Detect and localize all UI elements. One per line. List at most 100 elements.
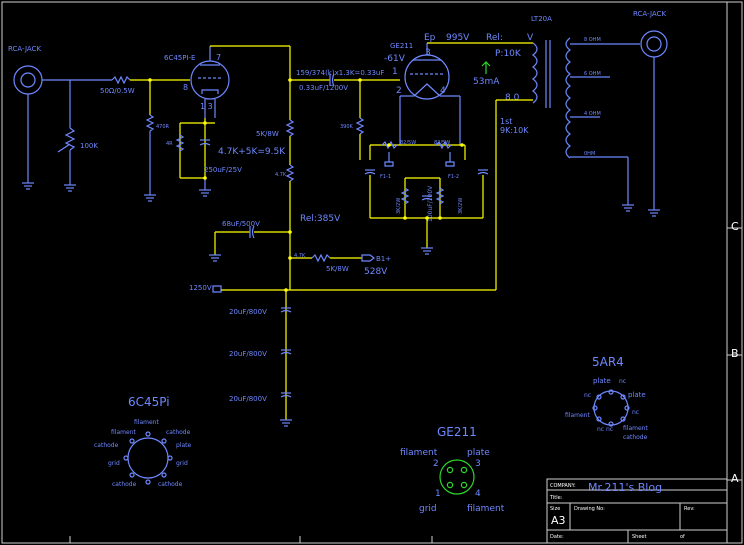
pinout-ge211	[439, 459, 475, 495]
pin-number: 4	[475, 489, 481, 499]
ratio-label-2: 9K:10K	[500, 126, 529, 135]
b-voltage-label: 8.0	[505, 93, 520, 103]
pin-name: filament	[565, 412, 590, 419]
r47k-label: 4.7K	[275, 172, 287, 178]
pin-name: plate	[176, 442, 192, 449]
filter-cap-1-label: 20uF/800V	[229, 308, 267, 316]
ep-voltage: 995V	[446, 33, 470, 43]
pin-name: nc	[597, 426, 604, 433]
pin-name: cathode	[112, 481, 137, 488]
fil-cap-label: 100uF/100V	[427, 185, 434, 222]
pinout-5ar4	[592, 389, 630, 427]
pin-number: 2	[433, 459, 439, 469]
fil-res-b-label: 3K/2W	[458, 198, 464, 214]
pin-name: plate	[628, 391, 646, 399]
pin-name: nc	[584, 392, 591, 399]
v528-label: 528V	[364, 267, 388, 277]
pin-name: grid	[176, 460, 188, 467]
ep-label: Ep	[424, 33, 436, 43]
fil-right-label: F1-2	[448, 174, 459, 180]
tube-6c45-label: 6C45PI-E	[164, 54, 195, 62]
title-rev-label: Rev:	[684, 506, 695, 512]
rca-jack-input	[13, 65, 43, 190]
grid-resistor-label: 470R	[156, 124, 170, 130]
tap-8ohm: 8 OHM	[584, 37, 601, 43]
pinout-6c45pi	[123, 431, 173, 485]
series-resistor-label: 50Ω/0.5W	[100, 87, 135, 95]
transformer-label: LT20A	[531, 15, 552, 23]
pin-name: filament	[134, 419, 159, 426]
pin-name: cathode	[158, 481, 183, 488]
tap-6ohm: 6 OHM	[584, 71, 601, 77]
pin-name: filament	[623, 425, 648, 432]
pin-name: grid	[419, 504, 437, 514]
border-marker-c: C	[731, 220, 739, 233]
series-resistor	[111, 75, 131, 85]
title-block	[546, 478, 728, 544]
output-transformer	[532, 37, 571, 159]
tube-ge211	[400, 43, 460, 100]
r-sum-label: 4.7K+5K=9.5K	[218, 147, 286, 157]
title-date-label: Date:	[550, 534, 564, 540]
v1250-label: 1250V	[189, 284, 212, 292]
rel-voltage-unit: V	[527, 33, 534, 43]
pin-name: grid	[108, 460, 120, 467]
border-marker-b: B	[731, 347, 739, 360]
grid2-resistor-label: 390K	[340, 124, 354, 130]
pot-100k	[64, 127, 76, 151]
border-marker-a: A	[731, 472, 739, 485]
pin-label: 2	[396, 86, 402, 96]
pin-name: filament	[400, 448, 438, 458]
title-title-label: Title:	[549, 495, 563, 501]
pin-number: 3	[475, 459, 481, 469]
rel-385-label: Rel:385V	[300, 214, 341, 224]
pinout-5ar4-title: 5AR4	[592, 355, 624, 369]
ratio-label-1: 1st	[500, 117, 512, 126]
grid-bias-label: -61V	[384, 54, 406, 64]
b1-label: B1+	[376, 255, 391, 263]
pin-name: cathode	[166, 429, 191, 436]
pin-name: nc	[632, 409, 639, 416]
rca-jack-output-label: RCA-JACK	[633, 10, 666, 18]
cathode-cap-label: 250uF/25V	[204, 166, 242, 174]
tube-ge211-label: GE211	[390, 42, 413, 50]
filter-cap-3-label: 20uF/800V	[229, 395, 267, 403]
title-size: A3	[551, 514, 566, 527]
rel-label: Rel:	[486, 33, 503, 43]
title-company-label: COMPANY:	[550, 483, 576, 489]
current-arrow	[481, 61, 491, 74]
tap-4ohm: 4 OHM	[584, 111, 601, 117]
coupling-cap-label: 0.33uF/1200V	[299, 84, 348, 92]
cathode-resistor-label: 4R	[166, 141, 173, 147]
title-of-label: of	[680, 534, 685, 540]
pinout-6c45-title: 6C45Pi	[128, 395, 170, 409]
pin-number: 1	[435, 489, 441, 499]
pin-name: filament	[467, 504, 505, 514]
rca-jack-input-label: RCA-JACK	[8, 45, 41, 53]
filter-cap-2-label: 20uF/800V	[229, 350, 267, 358]
r5k-label: 5K/8W	[256, 130, 279, 138]
pin-label: 8	[183, 83, 188, 92]
coupling-label: 159/374(k)x1.3K=0.33uF	[296, 69, 384, 77]
title-company: Mr.211's Blog	[588, 481, 662, 494]
pin-label: 7	[216, 53, 221, 62]
title-sheet-label: Sheet	[632, 534, 646, 540]
fil-resistor2-label: 82/5W	[434, 140, 450, 146]
filter-cap-stack	[280, 307, 292, 398]
pin-label: 3	[425, 48, 431, 58]
pin-name: plate	[593, 377, 611, 385]
fil-res-a-label: 3K/2W	[396, 198, 402, 214]
pin-name: nc	[619, 378, 626, 385]
title-size-label: Size	[550, 506, 560, 512]
pin-label: 1	[392, 67, 398, 77]
plate-current-label: 53mA	[473, 77, 500, 87]
pin-name: cathode	[623, 434, 648, 441]
rca-jack-output	[640, 30, 668, 217]
tube-6c45pi	[190, 46, 230, 118]
fil-resistor1-label: 82/5W	[400, 140, 416, 146]
pot-label: 100K	[80, 142, 98, 150]
pinout-ge211-title: GE211	[437, 425, 477, 439]
